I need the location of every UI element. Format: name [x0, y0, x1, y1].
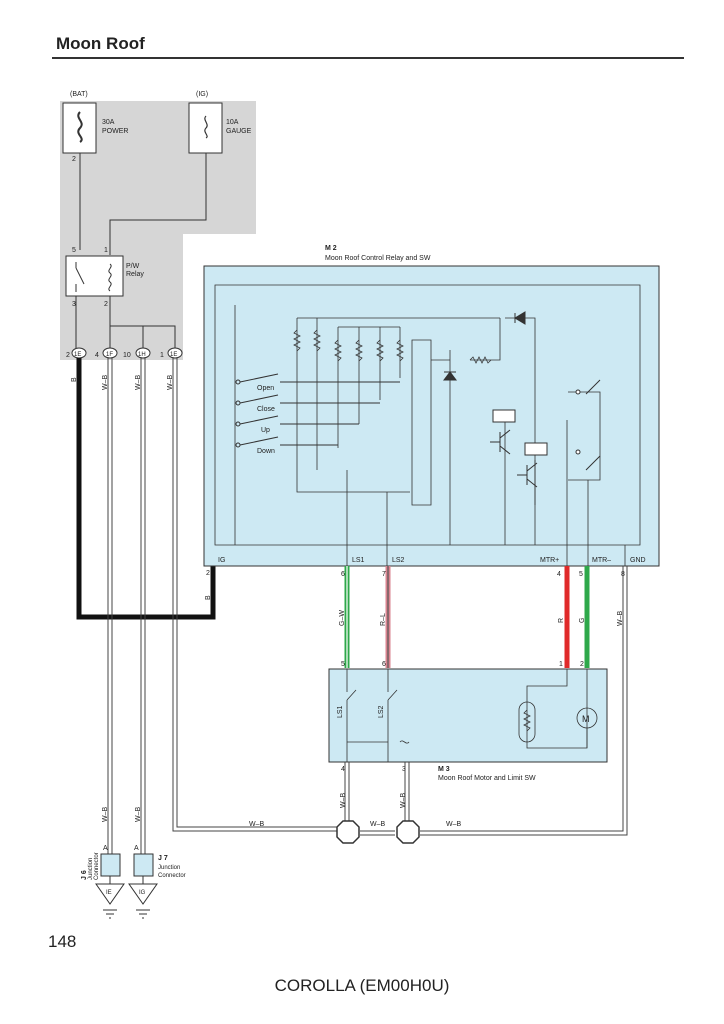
svg-text:B: B — [205, 595, 212, 600]
svg-text:4: 4 — [95, 352, 99, 359]
svg-text:Connector: Connector — [158, 873, 186, 879]
svg-text:3: 3 — [72, 301, 76, 308]
splice-1 — [336, 820, 360, 844]
svg-text:W–B: W–B — [370, 821, 386, 828]
svg-text:G: G — [579, 618, 586, 623]
svg-text:6: 6 — [341, 571, 345, 578]
svg-text:Down: Down — [257, 448, 275, 455]
relay-name2: Relay — [126, 271, 144, 278]
m2-name: Moon Roof Control Relay and SW — [325, 255, 431, 262]
svg-text:MTR–: MTR– — [592, 557, 611, 564]
svg-text:2: 2 — [104, 301, 108, 308]
svg-text:W–B: W–B — [249, 821, 265, 828]
relay-name: P/W — [126, 263, 140, 270]
fuse-gauge-name: GAUGE — [226, 128, 252, 135]
junction-j6: A IE J 6 Junction Connector — [81, 845, 125, 919]
svg-text:2: 2 — [206, 570, 210, 577]
fuse-power-name: POWER — [102, 128, 128, 135]
svg-text:LS1: LS1 — [352, 557, 365, 564]
svg-text:2: 2 — [66, 352, 70, 359]
fuse-gauge-rating: 10A — [226, 119, 239, 126]
svg-text:W–B: W–B — [102, 807, 109, 823]
svg-text:J 7: J 7 — [158, 855, 168, 862]
svg-text:IE: IE — [106, 890, 112, 896]
svg-text:Close: Close — [257, 406, 275, 413]
svg-text:1F: 1F — [106, 352, 113, 358]
fuse-power-pin: 2 — [72, 156, 76, 163]
m2-control-relay: M 2 Moon Roof Control Relay and SW — [203, 245, 660, 567]
svg-text:W–B: W–B — [167, 375, 174, 391]
page-number: 148 — [48, 932, 77, 951]
m3-id: M 3 — [438, 766, 450, 773]
svg-text:5: 5 — [72, 247, 76, 254]
junction-j7: A IG J 7 Junction Connector — [128, 845, 186, 919]
svg-text:1: 1 — [559, 661, 563, 668]
svg-text:B: B — [71, 377, 78, 382]
svg-text:W–B: W–B — [617, 611, 624, 627]
m2-id: M 2 — [325, 245, 337, 252]
junction-connectors: 2 1E 4 1F 10 1H 1 1E — [66, 347, 183, 359]
page-footer: COROLLA (EM00H0U) — [274, 976, 450, 995]
svg-text:W–B: W–B — [102, 375, 109, 391]
svg-text:Connector: Connector — [94, 852, 100, 880]
svg-text:W–B: W–B — [135, 807, 142, 823]
wire-wb-left — [107, 358, 340, 854]
wire-wb-gnd — [420, 566, 628, 836]
svg-text:Junction: Junction — [158, 865, 180, 871]
svg-text:A: A — [134, 845, 139, 852]
svg-text:1E: 1E — [74, 352, 81, 358]
svg-text:1: 1 — [160, 352, 164, 359]
svg-text:A: A — [103, 845, 108, 852]
relay-coil-1 — [492, 409, 516, 423]
svg-text:Junction: Junction — [88, 858, 94, 880]
svg-text:5: 5 — [579, 571, 583, 578]
fuse-power-rating: 30A — [102, 119, 115, 126]
m3-motor-limit-sw: 5 6 1 2 M LS1 LS2 4 3 M 3 Moon Roof Moto… — [328, 661, 608, 782]
fuse-power: (BAT) 30A POWER 2 — [62, 91, 128, 163]
svg-text:R–L: R–L — [380, 613, 387, 626]
svg-text:W–B: W–B — [340, 793, 347, 809]
svg-text:W–B: W–B — [135, 375, 142, 391]
wire-b — [76, 358, 216, 620]
svg-text:W–B: W–B — [400, 793, 407, 809]
svg-text:LS2: LS2 — [392, 557, 405, 564]
svg-text:Up: Up — [261, 427, 270, 434]
pw-relay: 5 1 P/W Relay 3 2 — [65, 247, 144, 308]
fuse-gauge: (IG) 10A GAUGE — [188, 91, 252, 154]
svg-text:MTR+: MTR+ — [540, 557, 559, 564]
motor-label: M — [582, 714, 590, 724]
svg-text:Open: Open — [257, 385, 274, 392]
title-rule — [52, 57, 684, 59]
m3-name: Moon Roof Motor and Limit SW — [438, 775, 536, 782]
svg-text:1H: 1H — [138, 352, 146, 358]
svg-text:J 6: J 6 — [81, 870, 88, 880]
svg-text:LS1: LS1 — [337, 705, 344, 718]
svg-text:IG: IG — [218, 557, 225, 564]
svg-text:1: 1 — [104, 247, 108, 254]
page-title: Moon Roof — [56, 34, 145, 53]
svg-text:R: R — [558, 618, 565, 623]
svg-text:IG: IG — [139, 890, 146, 896]
fuse-gauge-source: (IG) — [196, 91, 208, 98]
svg-text:W–B: W–B — [446, 821, 462, 828]
svg-text:4: 4 — [341, 766, 345, 773]
svg-text:5: 5 — [341, 661, 345, 668]
relay-coil-2 — [524, 442, 548, 456]
svg-text:10: 10 — [123, 352, 131, 359]
svg-text:3: 3 — [402, 766, 406, 773]
svg-text:1E: 1E — [170, 352, 177, 358]
fuse-power-source: (BAT) — [70, 91, 88, 98]
svg-text:G–W: G–W — [339, 610, 346, 626]
m2-switches — [235, 373, 400, 448]
svg-text:4: 4 — [557, 571, 561, 578]
svg-text:GND: GND — [630, 557, 646, 564]
splice-2 — [396, 820, 420, 844]
svg-text:7: 7 — [382, 571, 386, 578]
svg-text:LS2: LS2 — [378, 705, 385, 718]
svg-text:6: 6 — [382, 661, 386, 668]
svg-text:2: 2 — [580, 661, 584, 668]
